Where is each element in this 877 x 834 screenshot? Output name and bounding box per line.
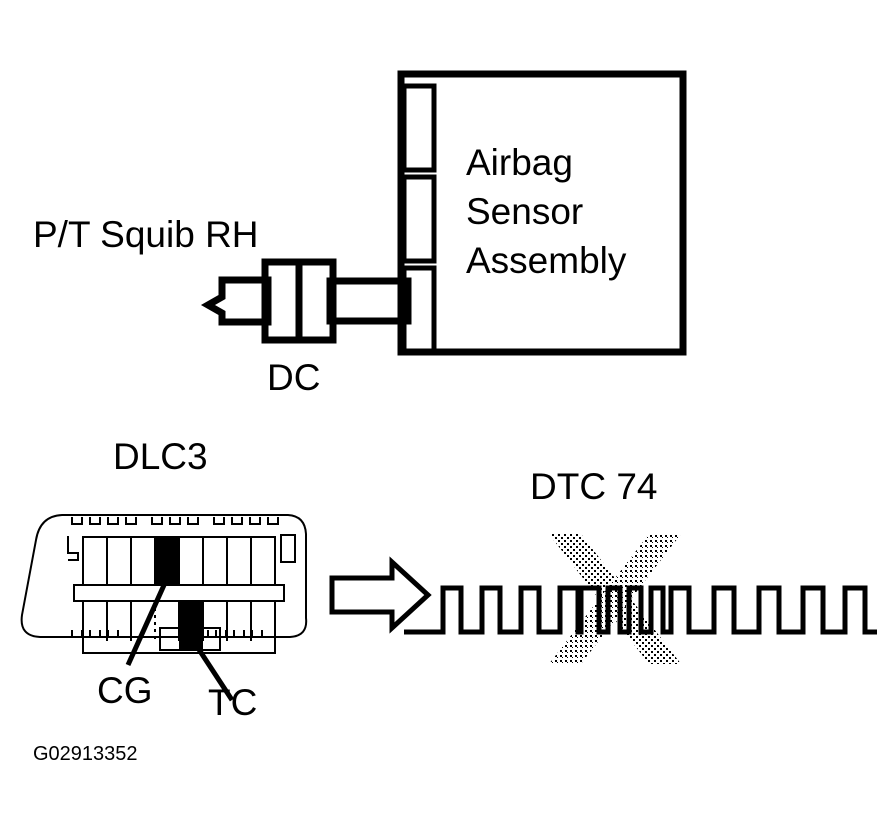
squib-harness-wire [326, 277, 412, 325]
waveform-trace [404, 585, 877, 635]
dlc3-top-notches [71, 517, 279, 525]
dlc3-bottom-notches [71, 630, 263, 638]
dc-connector-label: DC [267, 357, 320, 398]
ecu-label-line-3: Assembly [466, 240, 627, 281]
dtc-waveform-group [404, 534, 877, 664]
dlc3-label: DLC3 [113, 436, 208, 477]
dlc3-bottom-latch [159, 627, 221, 651]
pin-tc-label: TC [208, 682, 257, 723]
ecu-terminal-1 [401, 83, 437, 173]
dtc-label: DTC 74 [530, 466, 657, 507]
dlc3-center-bar [73, 584, 285, 602]
dlc3-top-pin-row [82, 536, 276, 586]
airbag-sensor-assembly-group: Airbag Sensor Assembly [397, 70, 687, 356]
dlc3-connector-group: CG TC [20, 514, 308, 723]
dlc3-shell-outline [20, 514, 308, 638]
figure-id-code: G02913352 [33, 743, 138, 765]
dlc3-notch-path-bottom [71, 630, 263, 638]
dlc3-right-key-tab [280, 534, 296, 563]
squib-connector-group: DC [200, 258, 412, 398]
leader-line-cg [125, 572, 172, 667]
airbag-sensor-assembly-box [397, 70, 687, 356]
dlc3-left-key-tab [67, 536, 79, 561]
ecu-label-line-2: Sensor [466, 191, 583, 232]
pin-cg-label: CG [97, 670, 153, 711]
squib-label: P/T Squib RH [33, 214, 259, 255]
ecu-terminal-3 [401, 265, 437, 355]
dlc3-pin-tc-highlight [179, 601, 203, 651]
right-arrow-icon [329, 556, 432, 634]
ecu-terminal-2 [401, 174, 437, 264]
dlc3-notch-path-top [71, 517, 279, 525]
squib-tip-icon [200, 276, 272, 326]
leader-line-tc [193, 643, 235, 702]
dlc3-bottom-pin-row [82, 600, 276, 654]
ecu-label-line-1: Airbag [466, 142, 573, 183]
